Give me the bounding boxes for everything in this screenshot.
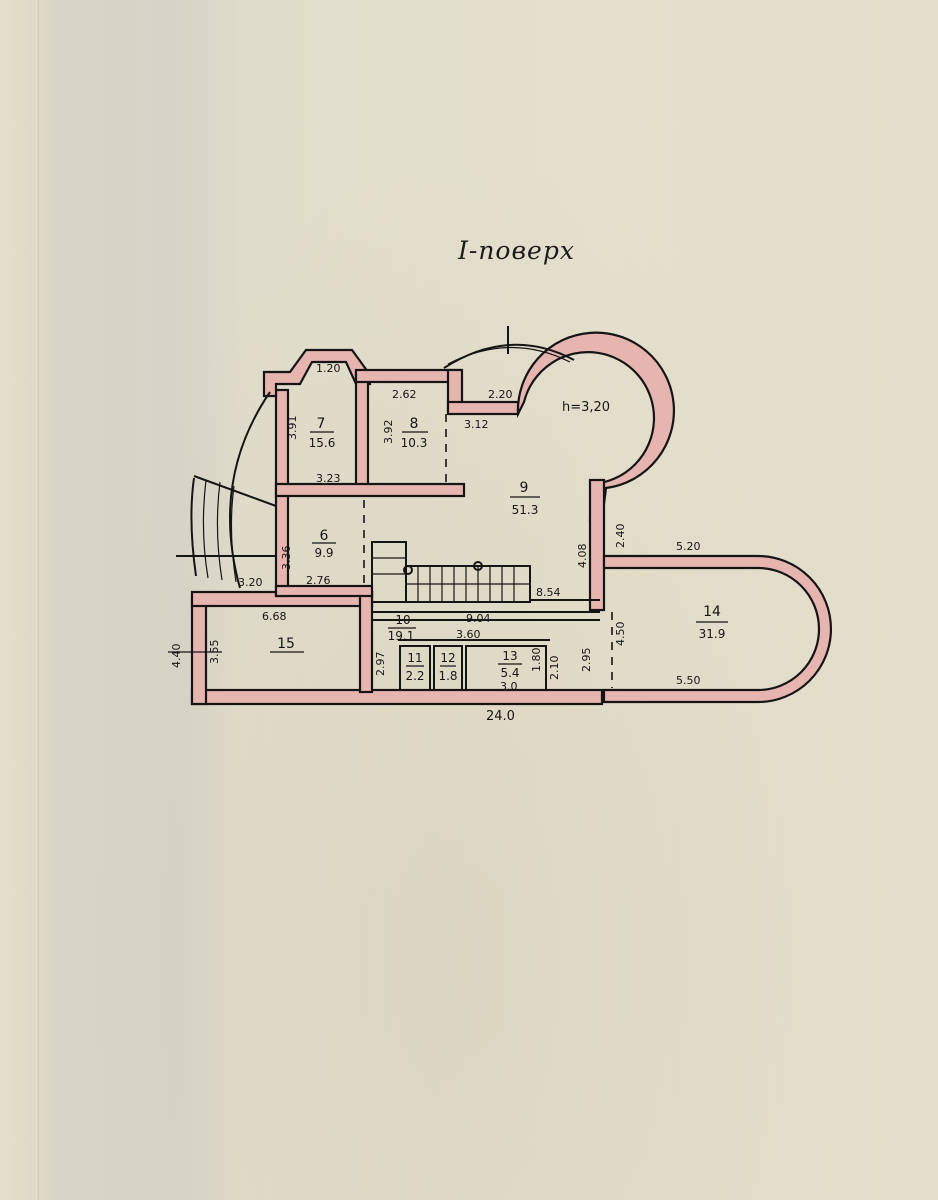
svg-text:3.20: 3.20 <box>238 576 263 589</box>
svg-text:3.60: 3.60 <box>456 628 481 641</box>
svg-text:2.97: 2.97 <box>374 652 387 677</box>
ceiling-height: h=3,20 <box>562 400 610 415</box>
svg-text:2.95: 2.95 <box>580 648 593 673</box>
svg-text:7: 7 <box>317 416 326 432</box>
svg-text:4.50: 4.50 <box>614 622 627 647</box>
svg-text:19.1: 19.1 <box>388 629 415 643</box>
room-6: 6 9.9 <box>312 528 336 560</box>
walls <box>190 331 833 706</box>
svg-text:2.40: 2.40 <box>614 524 627 549</box>
svg-text:2.76: 2.76 <box>306 574 331 587</box>
svg-text:1.8: 1.8 <box>438 669 457 683</box>
room-12: 12 1.8 <box>438 651 457 683</box>
svg-text:5.50: 5.50 <box>676 674 701 687</box>
svg-text:12: 12 <box>440 651 455 665</box>
svg-text:4.40: 4.40 <box>170 644 183 669</box>
floor-title: I-поверх <box>458 236 575 265</box>
svg-text:2.2: 2.2 <box>405 669 424 683</box>
svg-text:6: 6 <box>320 528 329 544</box>
room-7: 7 15.6 <box>309 416 336 450</box>
svg-text:3.0: 3.0 <box>500 680 518 693</box>
svg-text:6.68: 6.68 <box>262 610 287 623</box>
svg-text:9.04: 9.04 <box>466 612 491 625</box>
svg-text:51.3: 51.3 <box>512 503 539 517</box>
svg-text:5.4: 5.4 <box>500 666 519 680</box>
svg-text:3.91: 3.91 <box>286 416 299 441</box>
interior-lines <box>168 326 613 691</box>
room-11: 11 2.2 <box>405 651 424 683</box>
room-8: 8 10.3 <box>401 416 428 450</box>
svg-text:8.54: 8.54 <box>536 586 561 599</box>
svg-text:2.20: 2.20 <box>488 388 513 401</box>
room-9: 9 51.3 <box>510 480 540 517</box>
svg-text:14: 14 <box>703 604 721 620</box>
svg-text:10: 10 <box>395 613 410 627</box>
svg-text:5.20: 5.20 <box>676 540 701 553</box>
dimension-labels: 1.20 3.91 3.23 2.62 3.92 2.20 3.12 3.36 … <box>170 362 701 724</box>
svg-text:3.92: 3.92 <box>382 420 395 445</box>
svg-text:2.62: 2.62 <box>392 388 417 401</box>
svg-text:11: 11 <box>407 651 422 665</box>
svg-text:1.80: 1.80 <box>530 648 543 673</box>
room-15: 15 <box>270 636 304 653</box>
svg-text:24.0: 24.0 <box>486 709 515 724</box>
svg-text:8: 8 <box>410 416 419 432</box>
svg-text:4.08: 4.08 <box>576 544 589 569</box>
svg-text:1.20: 1.20 <box>316 362 341 375</box>
svg-text:15.6: 15.6 <box>309 436 336 450</box>
svg-text:13: 13 <box>502 649 517 663</box>
svg-text:9.9: 9.9 <box>314 546 333 560</box>
svg-text:3.55: 3.55 <box>208 640 221 665</box>
svg-text:2.10: 2.10 <box>548 656 561 681</box>
paper-fold <box>36 0 39 1200</box>
svg-text:9: 9 <box>520 480 529 496</box>
svg-text:31.9: 31.9 <box>699 627 726 641</box>
room-14: 14 31.9 <box>696 604 728 641</box>
svg-text:15: 15 <box>277 636 295 652</box>
svg-text:3.36: 3.36 <box>280 546 293 571</box>
room-labels: 7 15.6 8 10.3 9 51.3 6 9.9 10 <box>270 400 728 683</box>
room-10: 10 19.1 <box>388 613 416 643</box>
room-13: 13 5.4 <box>498 649 522 680</box>
svg-text:3.12: 3.12 <box>464 418 489 431</box>
svg-text:3.23: 3.23 <box>316 472 341 485</box>
svg-text:10.3: 10.3 <box>401 436 428 450</box>
